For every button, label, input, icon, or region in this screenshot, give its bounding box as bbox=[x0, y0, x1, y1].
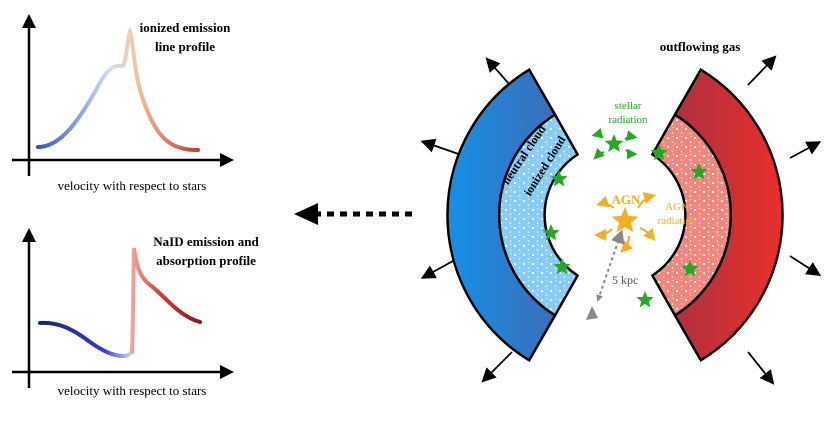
agn-label: AGN bbox=[612, 192, 642, 207]
naid-title-line2: absorption profile bbox=[156, 253, 256, 268]
stellar-arrow bbox=[591, 128, 604, 139]
naid-x-label: velocity with respect to stars bbox=[58, 383, 207, 398]
stars-group bbox=[542, 134, 708, 308]
stellar-arrow bbox=[624, 130, 638, 141]
agn-radiation-arrows bbox=[594, 192, 656, 253]
agn-arrow bbox=[620, 235, 633, 253]
naid-title-line1: NaID emission and bbox=[153, 234, 259, 249]
ionized-title-line2: line profile bbox=[155, 39, 215, 54]
stellar-arrow bbox=[593, 148, 605, 160]
ionized-title-line1: ionized emission bbox=[140, 20, 231, 35]
star-icon bbox=[636, 291, 654, 308]
star-icon bbox=[681, 260, 699, 277]
agn-arrow bbox=[596, 195, 615, 209]
star-icon bbox=[690, 163, 708, 180]
dotted-arrow-head-icon bbox=[294, 203, 318, 225]
outflow-inner-arc bbox=[650, 112, 732, 318]
outflowing-gas-label: outflowing gas bbox=[660, 39, 741, 54]
stellar-radiation-line2: radiation bbox=[608, 114, 648, 126]
agn-arrow bbox=[637, 192, 656, 209]
naid-emission-curve bbox=[130, 247, 202, 354]
star-icon bbox=[553, 258, 571, 275]
ionized-profile-panel: ionized emission line profile velocity w… bbox=[12, 14, 234, 193]
star-icon bbox=[650, 144, 668, 161]
star-icon bbox=[604, 134, 624, 152]
ionized-profile-curve bbox=[36, 26, 200, 152]
ionized-x-label: velocity with respect to stars bbox=[58, 178, 207, 193]
agn-arrow bbox=[594, 228, 613, 241]
outflow-schematic: neutral cloud ionized cloud outflowing g… bbox=[420, 39, 822, 385]
ionized-x-arrow-icon bbox=[220, 153, 234, 167]
stellar-radiation-arrows bbox=[591, 128, 638, 160]
naid-y-arrow-icon bbox=[22, 228, 36, 242]
naid-profile-panel: NaID emission and absorption profile vel… bbox=[12, 228, 260, 398]
ionized-y-arrow-icon bbox=[22, 14, 36, 28]
stellar-arrow bbox=[625, 148, 638, 160]
scale-arrow bbox=[597, 229, 625, 301]
arrow-upright bbox=[747, 55, 777, 86]
agn-arrow bbox=[639, 227, 656, 242]
scale-label: 5 kpc bbox=[612, 273, 638, 287]
arrow-right-lower bbox=[789, 255, 822, 276]
outflow-arrows bbox=[420, 55, 822, 385]
stellar-radiation-line1: stellar bbox=[615, 100, 642, 112]
scale-arrow-head-icon bbox=[586, 306, 598, 320]
arrow-downright bbox=[747, 351, 775, 385]
agn-star-icon bbox=[611, 207, 639, 233]
dotted-pointer-arrow bbox=[294, 203, 412, 225]
arrow-upleft bbox=[485, 57, 511, 86]
star-icon bbox=[550, 170, 568, 187]
agn-radiation-line2: radiation bbox=[657, 215, 697, 227]
naid-x-arrow-icon bbox=[220, 365, 234, 379]
star-icon bbox=[542, 224, 560, 241]
arrow-downleft bbox=[481, 351, 513, 383]
naid-absorption-curve bbox=[38, 320, 134, 359]
arrow-right-upper bbox=[789, 141, 822, 159]
agn-radiation-line1: AGN bbox=[665, 201, 689, 213]
